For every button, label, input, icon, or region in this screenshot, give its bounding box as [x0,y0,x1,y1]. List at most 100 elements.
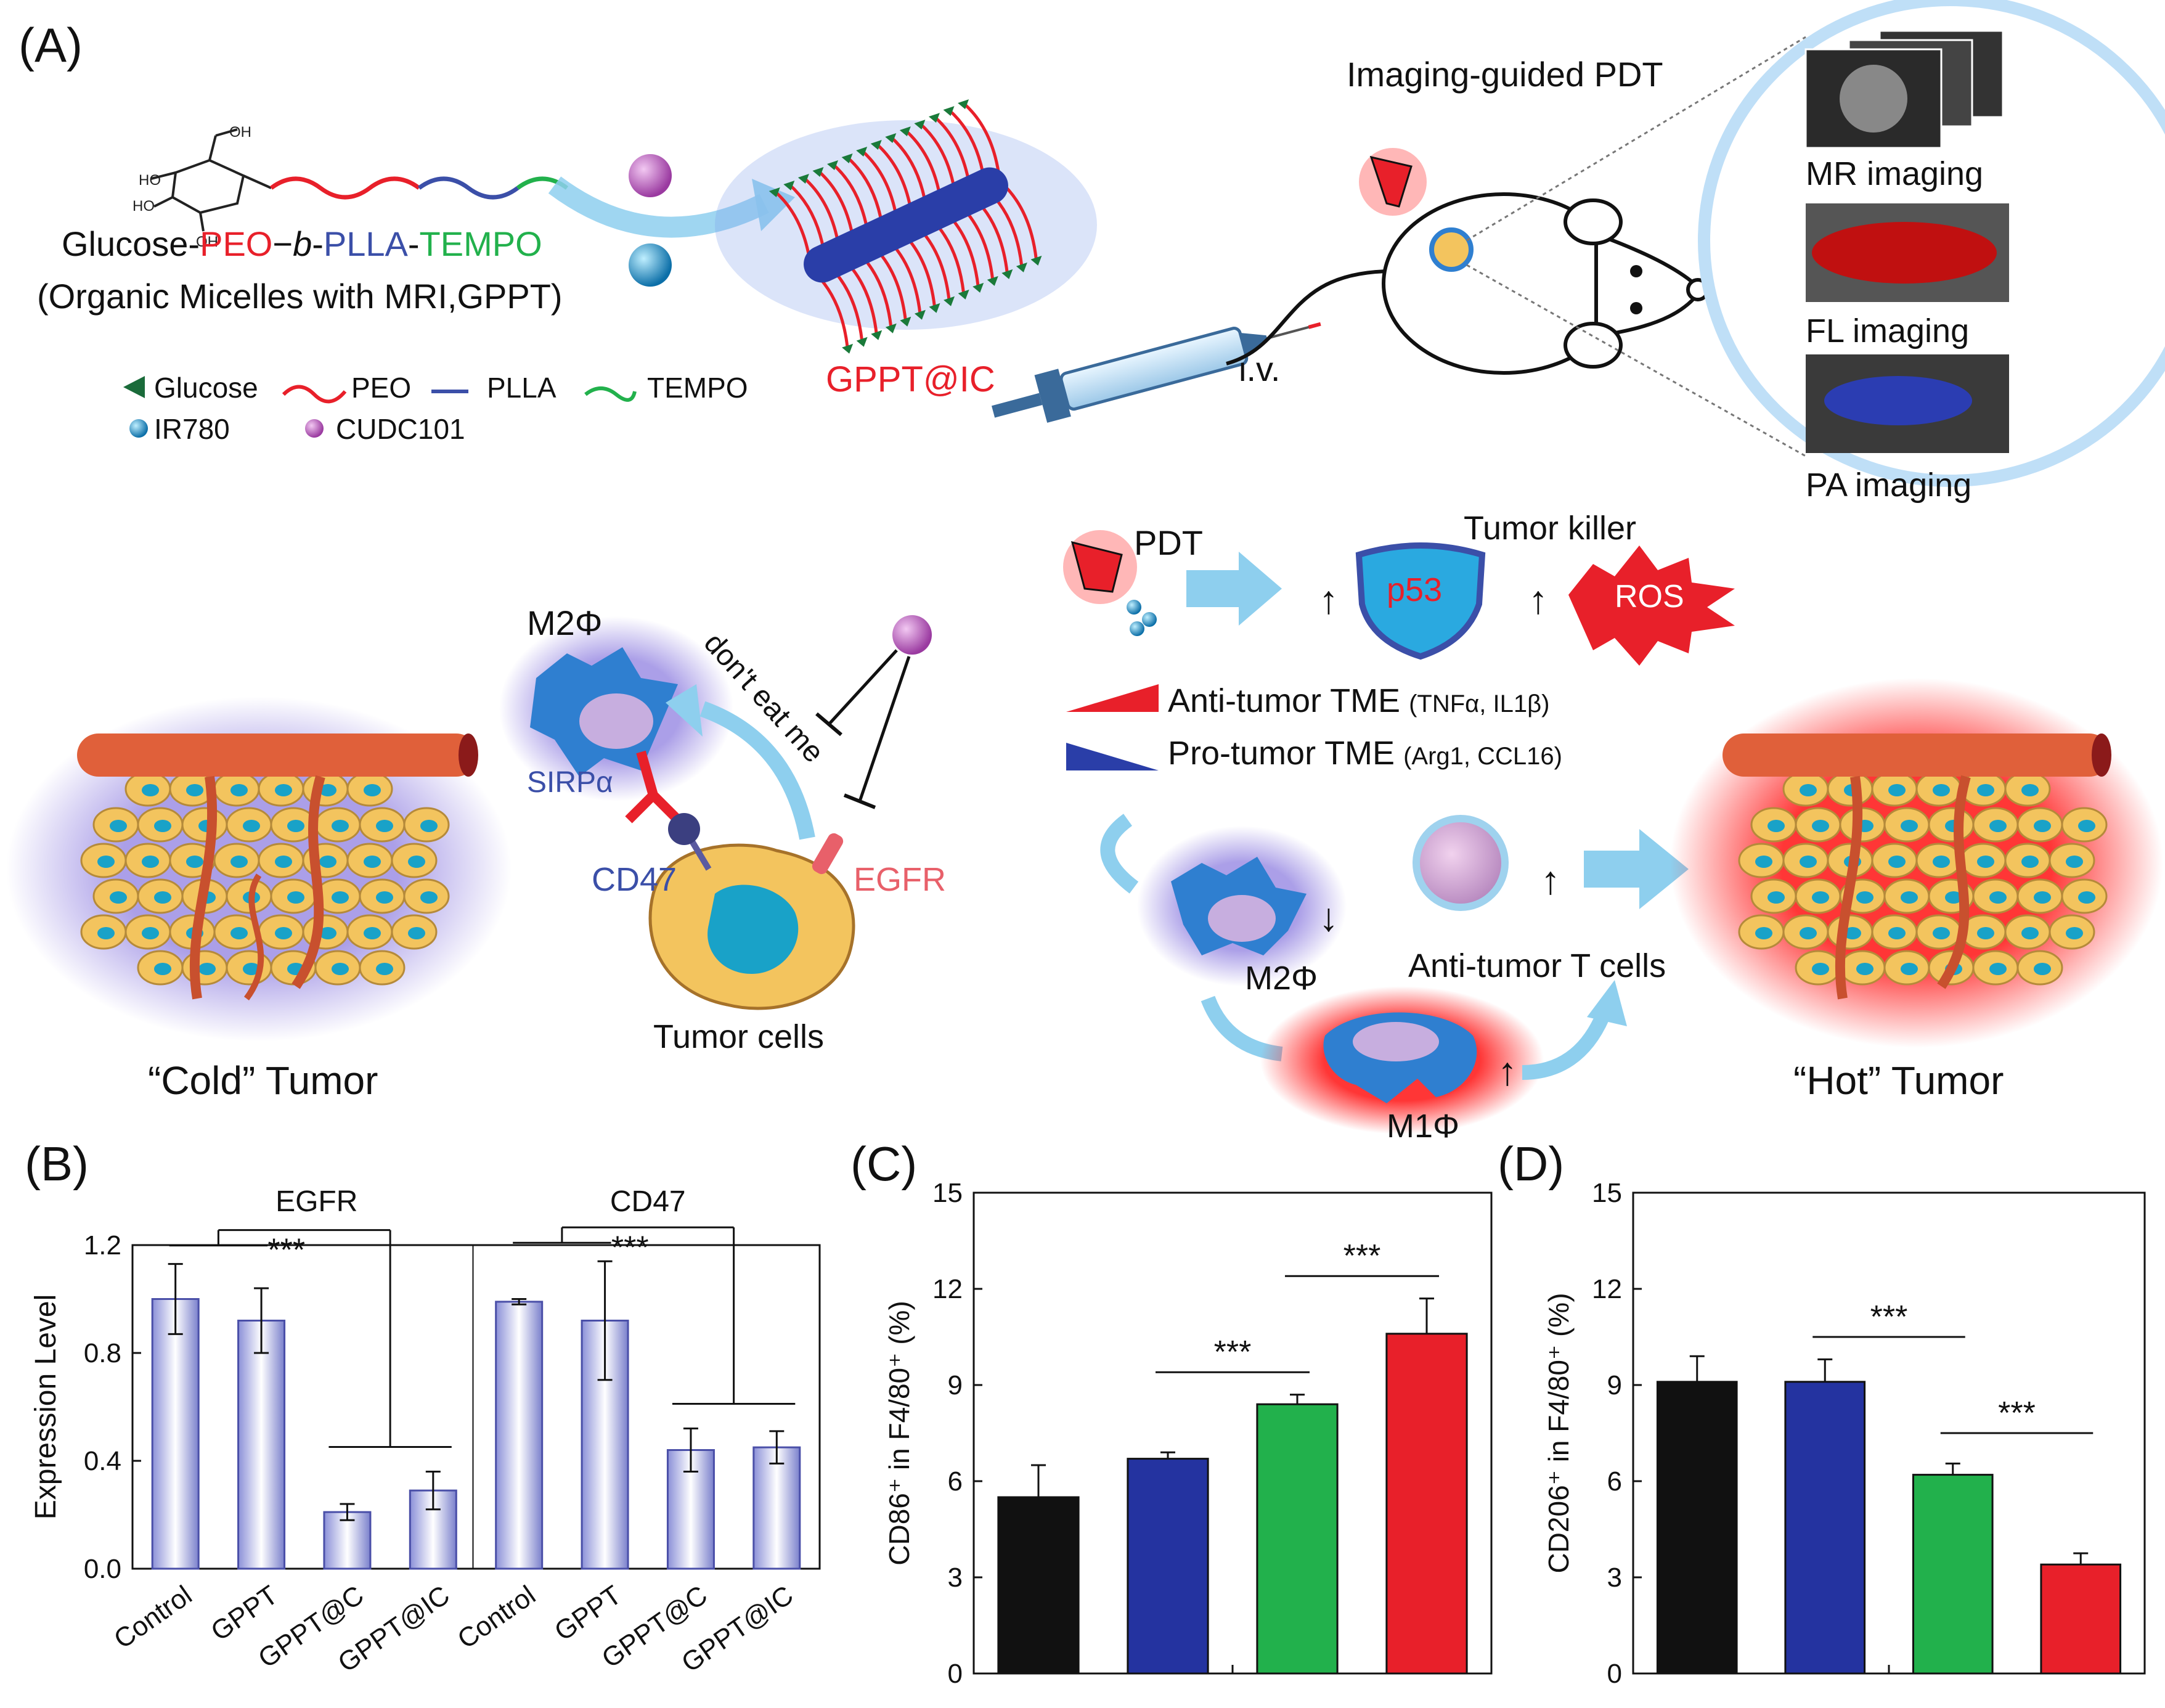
y-tick-label: 9 [1607,1370,1622,1400]
panel-label-a: (A) [18,18,83,72]
nucleus-icon [275,856,292,868]
y-tick-label: 0.0 [84,1554,121,1584]
bar [323,1511,372,1570]
sirpa-receptor-icon [625,750,682,823]
nucleus-icon [275,784,292,796]
m2-label-right: M2Φ [1245,960,1318,997]
bar [1385,1333,1468,1675]
glucose-terminal-icon [841,153,853,164]
m1-label: M1Φ [1387,1108,1459,1145]
nucleus-icon [2078,891,2095,904]
glucose-terminal-icon [987,276,998,286]
pdt-arrow [1186,552,1282,626]
nucleus-icon [1800,927,1817,939]
svg-text:OH: OH [229,124,251,141]
bar [151,1298,200,1570]
tumor-cells-label: Tumor cells [653,1018,824,1055]
hot-vessel-branch-1 [1835,775,1863,1000]
glucose-terminal-icon [1016,262,1027,272]
nucleus-icon [186,784,203,796]
y-tick-label: 0.8 [84,1338,121,1368]
glucose-terminal-icon [885,323,897,333]
t-cell-icon [1413,815,1509,911]
cudc101-drug-icon [892,615,932,655]
inhibit-line-1 [828,649,898,725]
svg-text:OH: OH [196,234,218,250]
egfr-label: EGFR [854,861,946,898]
imaging-cycle-ring [1698,0,2165,487]
plla-chain [417,176,520,200]
bar [1127,1458,1209,1675]
glucose-terminal-icon [944,296,955,306]
hot-vessel-branch-2 [1937,775,1971,989]
p53-label: p53 [1387,571,1442,608]
anti-tme-label: Anti-tumor TME(TNFα, IL1β) [1168,682,1549,719]
nucleus-icon [376,891,393,904]
nucleus-icon [1767,820,1785,832]
cycle-arrow-top [1100,814,1139,894]
nucleus-icon [97,927,115,939]
svg-text:HO: HO [133,198,155,215]
panel-label-d: (D) [1498,1137,1564,1191]
fl-signal [1812,222,1997,284]
glucose-terminal-icon [797,173,809,184]
glucose-terminal-icon [769,187,780,197]
nucleus-icon [2021,784,2039,796]
nucleus-icon [2021,856,2039,868]
laser-icon [1359,148,1427,216]
assembly-arrow [548,176,769,238]
legend-glucose: Glucose [154,372,258,404]
nucleus-icon [2034,963,2051,975]
tempo-legend-icon [584,386,637,402]
peo-legend-icon [282,385,347,404]
mouse-tumor-icon [1429,227,1474,272]
nucleus-icon [332,820,349,832]
nucleus-icon [1901,820,1918,832]
y-tick-label: 0.4 [84,1446,121,1476]
inhibit-line-2 [858,656,911,802]
nucleus-icon [1933,927,1950,939]
y-tick-label: 15 [932,1178,963,1208]
nucleus-icon [1989,963,2007,975]
glucose-terminal-icon [972,282,984,293]
glucose-molecule-icon: OH HO HO OH [133,124,272,250]
tumor-nucleus-icon [707,885,799,974]
bar [997,1496,1080,1675]
y-axis-label: CD86⁺ in F4/80⁺ (%) [883,1301,915,1565]
nucleus-icon [1755,927,1772,939]
nucleus-icon [2066,856,2083,868]
nucleus-icon [319,927,336,939]
glucose-legend-icon [123,376,145,398]
inhibit-bar-2 [843,793,876,809]
nucleus-icon [198,963,216,975]
glucose-terminal-icon [1001,269,1013,279]
nucleus-icon [1901,891,1918,904]
glucose-terminal-icon [870,140,882,150]
nucleus-icon [364,784,381,796]
nucleus-icon [364,927,381,939]
glucose-terminal-icon [929,303,940,313]
nucleus-icon [364,856,381,868]
dont-eat-me-arrow [699,701,815,840]
x-tick-label: Control [452,1580,541,1654]
nucleus-icon [142,927,159,939]
nucleus-icon [1977,856,1994,868]
nucleus-icon [2066,927,2083,939]
y-tick-label: 15 [1592,1178,1622,1208]
nucleus-icon [1812,891,1829,904]
nucleus-icon [1989,891,2007,904]
hot-vessel-lumen [2092,733,2111,777]
significance-label: *** [1214,1334,1252,1370]
nucleus-icon [287,891,304,904]
peo-chain [269,176,421,200]
nucleus-icon [230,856,248,868]
m1-nucleus [1353,1022,1439,1061]
nucleus-icon [186,856,203,868]
glucose-terminal-icon [842,343,854,354]
pro-tme-label: Pro-tumor TME(Arg1, CCL16) [1168,735,1562,772]
y-tick-label: 3 [948,1563,963,1593]
legend-ir780: IR780 [154,413,230,445]
y-tick-label: 12 [1592,1274,1622,1304]
pdt-label: PDT [1134,523,1203,562]
cudc101-legend-icon [305,419,324,438]
